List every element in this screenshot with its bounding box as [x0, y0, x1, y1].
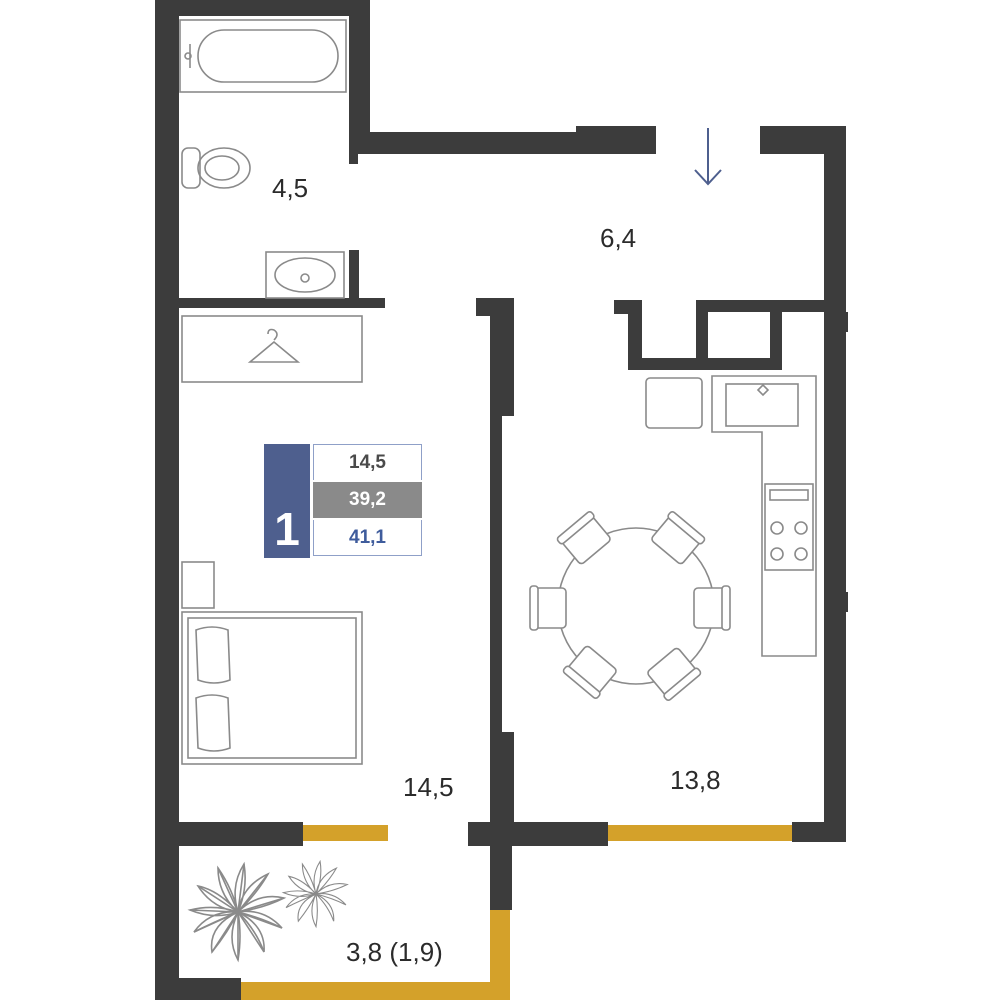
area-legend: 1 14,5 39,2 41,1: [264, 444, 422, 558]
wall-bottom-mid: [468, 822, 608, 846]
wall-bath-right: [349, 0, 370, 150]
hall-area-label: 6,4: [600, 223, 636, 253]
wall-balcony-right: [490, 822, 512, 910]
glazing: [241, 825, 792, 1000]
wall-right-jog-2: [840, 592, 848, 612]
wall-partition-lower: [490, 732, 514, 824]
balcony-area-label: 3,8 (1,9): [346, 937, 443, 967]
wall-right-outer: [824, 126, 846, 841]
pillow-icon: [195, 626, 231, 684]
bathtub-icon: [179, 19, 347, 93]
chair-icon: [562, 645, 617, 700]
wall-kitchen-bottom-right: [792, 822, 846, 842]
wall-bath-sink-side: [349, 250, 359, 308]
wall-bottom-left: [155, 978, 241, 1000]
wall-partition: [490, 298, 514, 416]
nightstand-icon: [181, 561, 215, 609]
kitchen-counter: [645, 375, 817, 657]
toilet-icon: [181, 147, 251, 189]
plant-icon: [187, 861, 287, 963]
kitchen-area-label: 13,8: [670, 765, 721, 795]
chair-icon: [556, 510, 611, 565]
bed-icon: [181, 611, 363, 765]
hanger-icon: [247, 328, 301, 363]
fridge-icon: [645, 377, 703, 429]
chair-icon: [529, 585, 567, 631]
stove-icon: [764, 483, 814, 571]
walls: [155, 0, 848, 1000]
wall-hall-top-2: [576, 126, 656, 154]
wall-partition-thin: [490, 416, 502, 732]
wall-bath-right-stub: [349, 150, 358, 164]
total-with-balcony-cell: 41,1: [313, 520, 422, 556]
bedroom-window: [303, 825, 388, 841]
chair-icon: [693, 585, 731, 631]
wall-left-outer: [155, 0, 179, 1000]
wall-bath-bottom: [155, 298, 385, 308]
rooms-count-badge: 1: [264, 444, 310, 558]
wardrobe-icon: [181, 315, 363, 383]
total-area-cell: 39,2: [313, 482, 422, 518]
chair-icon: [647, 647, 702, 702]
kitchen-window: [608, 825, 792, 841]
entry-arrow-icon: [694, 128, 722, 186]
balcony-glazing-bottom: [241, 982, 510, 1000]
bathroom-area-label: 4,5: [272, 173, 308, 203]
wall-right-jog-1: [840, 312, 848, 332]
wall-bedroom-bottom-left: [155, 822, 303, 846]
living-area-cell: 14,5: [313, 444, 422, 480]
plant-icon: [281, 859, 349, 929]
chair-icon: [651, 510, 706, 565]
wall-closet-left: [628, 300, 642, 370]
wall-hall-top: [349, 132, 579, 154]
wall-bath-top: [155, 0, 370, 16]
sink-icon: [265, 251, 345, 299]
wall-closet-mid: [696, 300, 708, 370]
bedroom-area-label: 14,5: [403, 772, 454, 802]
pillow-icon: [195, 694, 231, 752]
kitchen-sink-icon: [725, 383, 799, 427]
dining-table-icon: [529, 510, 731, 702]
wall-closet-right: [770, 300, 782, 370]
rooms-count: 1: [274, 503, 300, 555]
balcony-glazing-right: [490, 910, 510, 1000]
